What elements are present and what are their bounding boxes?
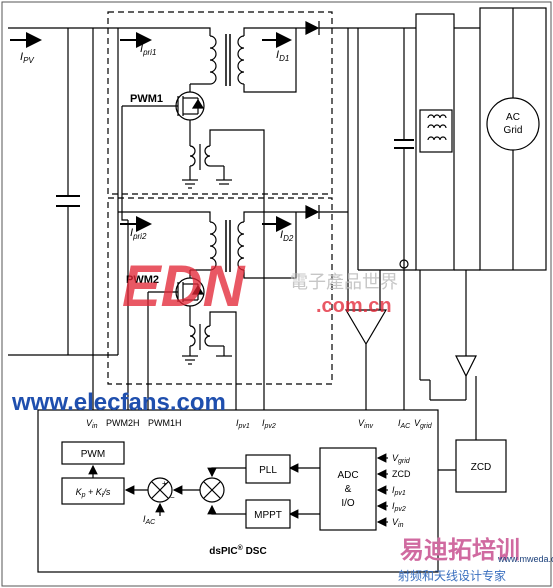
mppt-block-label: MPPT bbox=[254, 510, 282, 521]
svg-text:射频和天线设计专家: 射频和天线设计专家 bbox=[398, 568, 506, 583]
adc-io-block bbox=[319, 447, 377, 531]
adc-input-label: Vin bbox=[392, 517, 404, 529]
label-ipv: IPV bbox=[20, 51, 34, 65]
pi-block-label: Kp + Ki/s bbox=[76, 487, 111, 499]
svg-text:EDN: EDN bbox=[122, 254, 246, 319]
label-pwm1: PWM1 bbox=[130, 93, 163, 105]
iac-input-label: IAC bbox=[143, 514, 156, 526]
pi-block bbox=[61, 477, 125, 505]
pin-iac: IAC bbox=[398, 418, 411, 430]
svg-text:電子產品世界: 電子產品世界 bbox=[290, 272, 398, 293]
pin-pwm2h: PWM2H bbox=[106, 418, 140, 428]
pwm-block bbox=[61, 441, 125, 465]
corner-watermark: 易迪拓培训 射频和天线设计专家 www.mweda.com bbox=[398, 536, 553, 583]
adc-label-1: ADC bbox=[337, 470, 358, 481]
pll-block bbox=[245, 454, 291, 484]
pin-vinv: Vinv bbox=[358, 418, 373, 430]
label-pwm2: PWM2 bbox=[126, 274, 159, 286]
label-id2: ID2 bbox=[280, 229, 294, 243]
pin-ipv2: Ipv2 bbox=[262, 418, 276, 430]
svg-text:.com.cn: .com.cn bbox=[316, 295, 392, 317]
pin-vin: Vin bbox=[86, 418, 98, 430]
adc-input-label: Vgrid bbox=[392, 453, 411, 465]
adc-input-label: Ipv2 bbox=[392, 501, 406, 513]
sum-minus: − bbox=[170, 493, 175, 502]
pin-pwm1h: PWM1H bbox=[148, 418, 182, 428]
current-arrows bbox=[10, 32, 292, 232]
label-ipri1: Ipri1 bbox=[140, 43, 156, 57]
power-stage bbox=[8, 7, 547, 440]
adc-label-3: I/O bbox=[341, 498, 355, 509]
adc-input-label: Ipv1 bbox=[392, 485, 406, 497]
adc-label-2: & bbox=[345, 484, 352, 495]
label-ipri2: Ipri2 bbox=[130, 227, 147, 241]
dsc-title: dsPIC® DSC bbox=[209, 544, 266, 557]
grid-label-ac: AC bbox=[506, 112, 520, 123]
zcd-block-label: ZCD bbox=[471, 462, 492, 473]
pin-ipv1: Ipv1 bbox=[236, 418, 250, 430]
dsc-controller: Vin PWM2H PWM1H Ipv1 Ipv2 Vinv IAC Vgrid… bbox=[37, 409, 439, 573]
label-id1: ID1 bbox=[276, 49, 289, 63]
svg-text:易迪拓培训: 易迪拓培训 bbox=[400, 536, 520, 564]
svg-text:www.mweda.com: www.mweda.com bbox=[497, 554, 553, 564]
pll-block-label: PLL bbox=[259, 465, 277, 476]
zcd-block bbox=[455, 439, 507, 493]
adc-input-label: ZCD bbox=[392, 469, 411, 479]
edn-watermark: EDN 電子產品世界 .com.cn bbox=[122, 254, 398, 319]
pwm-block-label: PWM bbox=[81, 449, 105, 460]
sum-plus: + bbox=[162, 479, 167, 488]
elecfans-watermark: www.elecfans.com bbox=[11, 389, 226, 416]
pin-vgrid: Vgrid bbox=[414, 418, 433, 430]
mppt-block bbox=[245, 499, 291, 529]
grid-label-grid: Grid bbox=[504, 125, 523, 136]
